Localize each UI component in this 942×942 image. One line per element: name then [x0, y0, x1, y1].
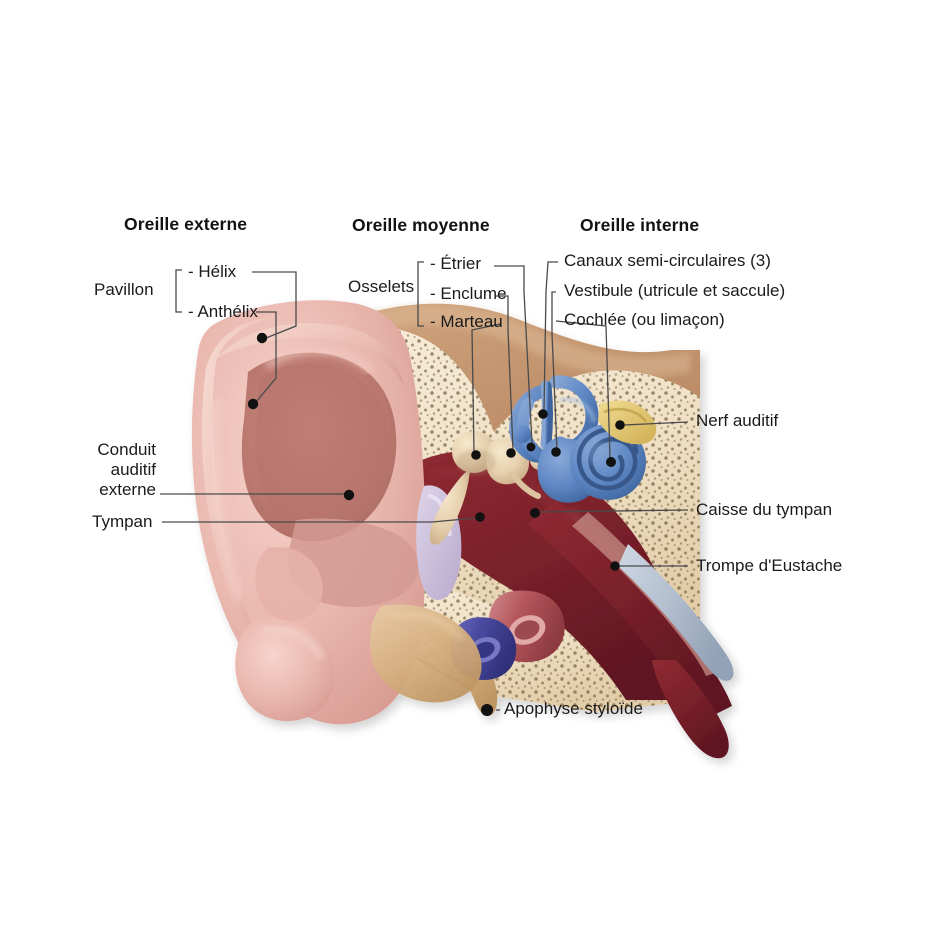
helix-dot: [256, 332, 268, 344]
anthelix-dot: [247, 398, 259, 410]
blood-vessels: [450, 590, 565, 680]
leader-cochlee: [555, 320, 611, 459]
canaux-dot: [538, 409, 548, 419]
apophyse-dot: [481, 704, 493, 716]
bracket-osselets: [417, 261, 424, 327]
leader-vestibule: [551, 291, 558, 451]
leader-nerf: [623, 421, 689, 426]
leader-marteau: [471, 323, 501, 453]
leader-anthelix: [255, 311, 277, 403]
label-helix: - Hélix: [188, 262, 237, 281]
label-cochlee: Cochlée (ou limaçon): [564, 310, 725, 329]
cochlee-dot: [606, 457, 616, 467]
caisse-dot: [530, 508, 540, 518]
label-caisse-du-tympan: Caisse du tympan: [696, 500, 833, 519]
leader-canaux: [543, 261, 558, 412]
muscle-tail: [652, 660, 729, 759]
label-etrier: - Étrier: [430, 254, 481, 273]
vestibule-dot: [551, 447, 561, 457]
label-vestibule: Vestibule (utricule et saccule): [564, 281, 786, 300]
bracket-pavillon: [175, 269, 182, 313]
marteau-dot: [471, 450, 481, 460]
etrier-dot: [526, 442, 536, 452]
cochlea-spiral: [576, 426, 639, 491]
leader-dots: [247, 332, 625, 716]
label-nerf-auditif: Nerf auditif: [696, 411, 779, 430]
leader-lines: [160, 261, 689, 711]
tragus: [255, 546, 323, 622]
nerf-dot: [615, 420, 625, 430]
trompe-dot: [610, 561, 620, 571]
label-conduit-auditif-externe: Conduit auditif externe: [97, 440, 156, 500]
eustachian-tube-lining: [572, 512, 719, 676]
label-canaux-semi-circulaires: Canaux semi-circulaires (3): [564, 251, 771, 270]
tympanic-cavity: [402, 449, 700, 700]
enclume-dot: [506, 448, 516, 458]
leader-enclume: [496, 295, 514, 451]
leader-tympan: [162, 517, 477, 523]
label-apophyse-styloide: Apophyse styloïde: [504, 699, 643, 718]
malleus-handle: [429, 470, 470, 545]
section-header-inner-ear: Oreille interne: [580, 215, 700, 235]
leader-caisse: [537, 509, 689, 513]
tympan-dot: [475, 512, 485, 522]
label-trompe-eustache: Trompe d'Eustache: [696, 556, 843, 575]
leader-etrier: [494, 265, 533, 445]
label-enclume: - Enclume: [430, 284, 507, 303]
conduit-dot: [343, 489, 355, 501]
incus-long-process: [509, 471, 541, 499]
section-header-outer-ear: Oreille externe: [124, 214, 248, 234]
label-tympan: Tympan: [92, 512, 153, 531]
antihelix-ridge: [263, 346, 376, 376]
eustachian-tube-cartilage: [618, 544, 734, 681]
section-header-middle-ear: Oreille moyenne: [352, 215, 490, 235]
label-osselets: Osselets: [348, 277, 415, 296]
label-anthelix: - Anthélix: [188, 302, 258, 321]
auditory-nerve: [598, 400, 657, 445]
label-marteau: - Marteau: [430, 312, 503, 331]
leader-helix: [252, 271, 297, 339]
label-pavillon: Pavillon: [94, 280, 154, 299]
